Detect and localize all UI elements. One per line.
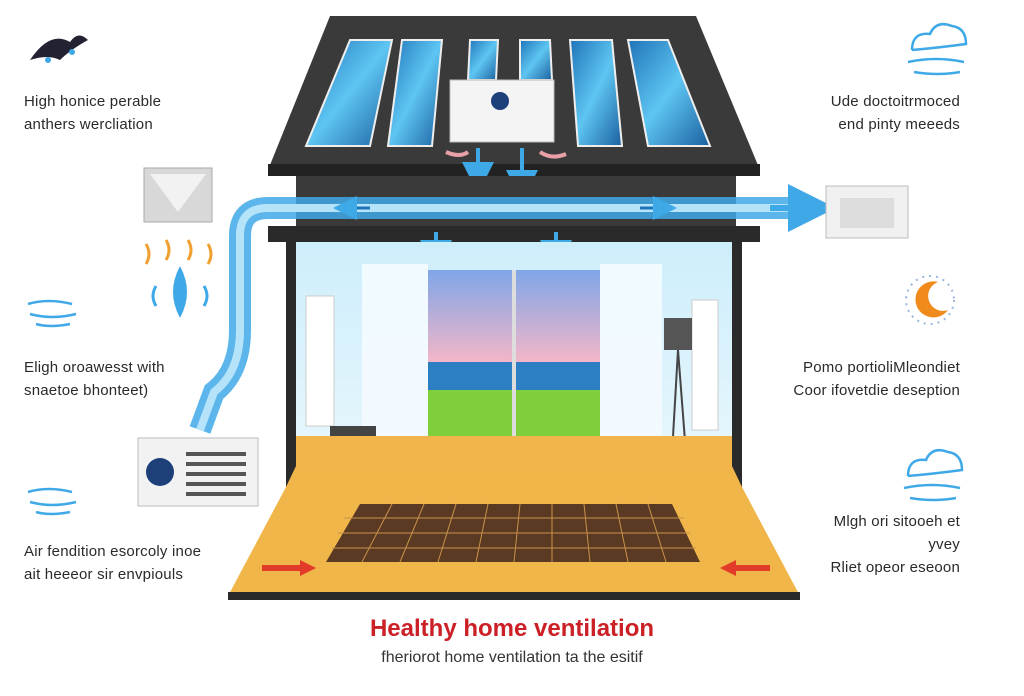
wind-icon xyxy=(27,299,77,516)
label-left-3: Air fendition esorcoly inoe ait heeeor s… xyxy=(24,543,202,583)
water-drop-icon xyxy=(144,239,213,318)
label-left-1: High honice perable anthers wercliation xyxy=(24,93,162,133)
moon-sun-icon xyxy=(905,275,955,325)
label-right-2: Pomo portioliMleondiet Coor ifovetdie de… xyxy=(793,359,960,399)
solar-panels xyxy=(304,39,712,147)
diagram-subtitle: fheriorot home ventilation ta the esitif xyxy=(381,649,643,666)
label-right-3: Mlgh ori sitooeh et yvey Rliet opeor ese… xyxy=(830,513,960,576)
house-room xyxy=(286,242,742,487)
fan-icon xyxy=(146,458,174,486)
outdoor-ac-unit xyxy=(137,437,259,507)
floor-heating xyxy=(228,487,800,600)
roof-ventilation-unit xyxy=(449,79,555,143)
label-left-2: Eligh oroawesst with snaetoe bhonteet) xyxy=(24,359,165,399)
bird-icon xyxy=(30,35,88,63)
range-hood xyxy=(143,167,213,223)
roof xyxy=(268,16,760,202)
cloud-wind-icon xyxy=(903,23,968,502)
label-right-1: Ude doctoitrmoced end pinty meeeds xyxy=(830,93,960,133)
diagram-title: Healthy home ventilation xyxy=(369,615,655,642)
